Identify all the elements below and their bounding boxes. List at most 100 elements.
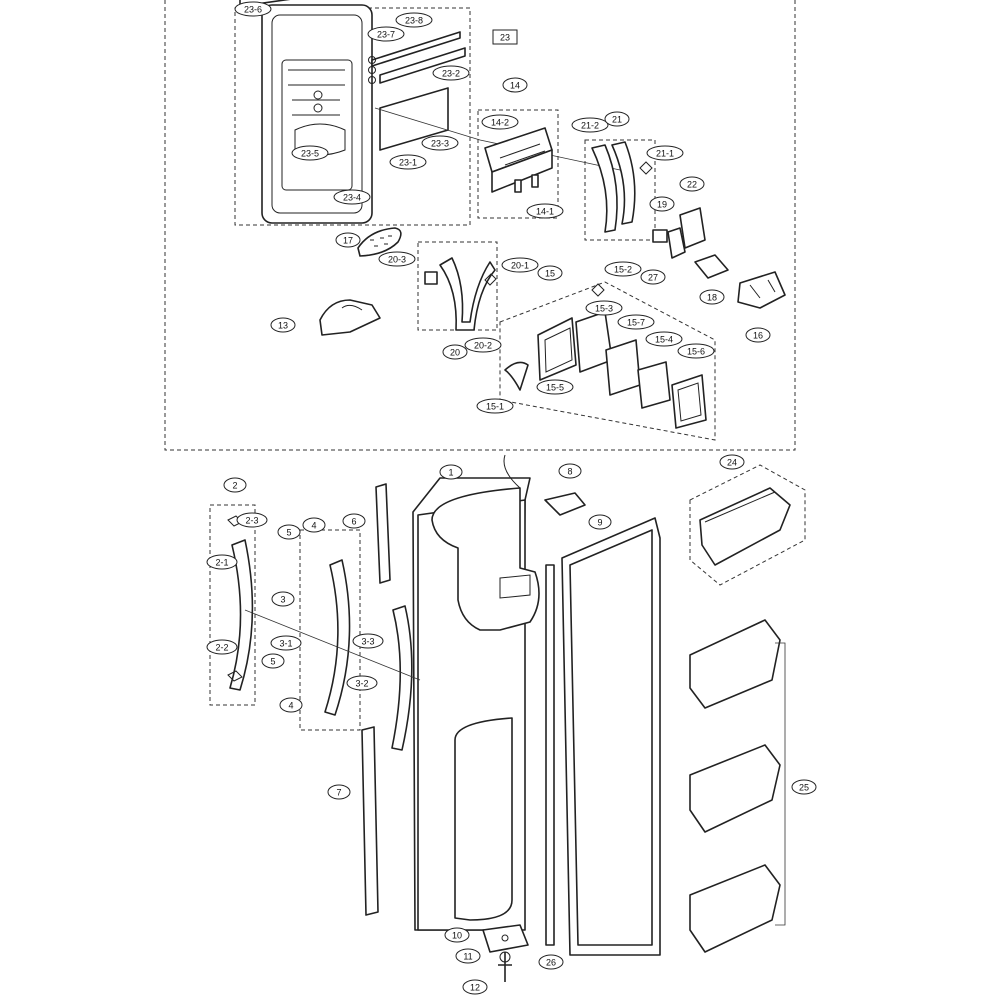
callout-23-1: 23-1: [389, 154, 427, 170]
callout-15-5: 15-5: [536, 379, 574, 395]
callout-8: 8: [558, 463, 582, 479]
callout-text: 1: [448, 468, 453, 478]
callout-text: 5: [286, 528, 291, 538]
callout-15-7: 15-7: [617, 314, 655, 330]
callout-14-2: 14-2: [481, 114, 519, 130]
callout-text: 20-1: [511, 261, 529, 271]
callout-text: 18: [707, 293, 717, 303]
callout-20: 20: [442, 344, 468, 360]
callout-27: 27: [640, 269, 666, 285]
solenoid-and-brackets: [652, 207, 786, 309]
dispenser-cover-assembly: [234, 0, 621, 226]
callout-text: 3-1: [279, 639, 292, 649]
callout-22: 22: [679, 176, 705, 192]
callout-14-1: 14-1: [526, 203, 564, 219]
callout-text: 20-2: [474, 341, 492, 351]
callout-text: 8: [567, 467, 572, 477]
callout-19: 19: [649, 196, 675, 212]
callout-text: 5: [270, 657, 275, 667]
callout-23-3: 23-3: [421, 135, 459, 151]
callout-text: 2-3: [245, 516, 258, 526]
pad-and-funnel: [319, 227, 402, 336]
callout-text: 2-2: [215, 643, 228, 653]
callout-23-8: 23-8: [395, 12, 433, 28]
callout-text: 3: [280, 595, 285, 605]
callout-4: 4: [279, 697, 303, 713]
callout-text: 7: [336, 788, 341, 798]
callout-2: 2: [223, 477, 247, 493]
door-bins: [689, 464, 806, 953]
callout-20-3: 20-3: [378, 251, 416, 267]
callout-text: 23-8: [405, 16, 423, 26]
callout-text: 2: [232, 481, 237, 491]
callout-text: 23: [500, 33, 510, 43]
callout-11: 11: [455, 948, 481, 964]
callout-text: 21-1: [656, 149, 674, 159]
callout-text: 15: [545, 269, 555, 279]
callout-26: 26: [538, 954, 564, 970]
callout-23-7: 23-7: [367, 26, 405, 42]
callout-text: 14-1: [536, 207, 554, 217]
callout-15-3: 15-3: [585, 300, 623, 316]
callout-text: 6: [351, 517, 356, 527]
callout-text: 15-7: [627, 318, 645, 328]
control-module-assembly: [477, 109, 559, 219]
callout-21: 21: [604, 111, 630, 127]
callout-text: 23-4: [343, 193, 361, 203]
callout-text: 15-2: [614, 265, 632, 275]
door-assembly: [412, 454, 540, 931]
callout-6: 6: [342, 513, 366, 529]
callout-text: 15-3: [595, 304, 613, 314]
callout-3: 3: [271, 591, 295, 607]
callout-text: 9: [597, 518, 602, 528]
callout-text: 27: [648, 273, 658, 283]
callout-text: 14: [510, 81, 520, 91]
callout-17: 17: [335, 232, 361, 248]
chute-lever-assembly: [417, 241, 498, 331]
callout-15: 15: [537, 265, 563, 281]
callout-3-3: 3-3: [352, 633, 384, 649]
callout-text: 17: [343, 236, 353, 246]
callout-23-4: 23-4: [333, 189, 371, 205]
callout-labels: 23-623-723-82323-223-523-323-123-41414-2…: [206, 1, 817, 995]
callout-3-2: 3-2: [346, 675, 378, 691]
lever-assembly: [584, 139, 656, 241]
callout-text: 10: [452, 931, 462, 941]
callout-text: 22: [687, 180, 697, 190]
callout-20-1: 20-1: [501, 257, 539, 273]
callout-text: 4: [311, 521, 316, 531]
callout-23-2: 23-2: [432, 65, 470, 81]
callout-text: 21: [612, 115, 622, 125]
callout-text: 24: [727, 458, 737, 468]
callout-23-6: 23-6: [234, 1, 272, 17]
callout-text: 19: [657, 200, 667, 210]
callout-2-1: 2-1: [206, 554, 238, 570]
callout-7: 7: [327, 784, 351, 800]
callout-text: 3-3: [361, 637, 374, 647]
callout-text: 15-6: [687, 347, 705, 357]
callout-2-2: 2-2: [206, 639, 238, 655]
callout-25: 25: [791, 779, 817, 795]
callout-text: 25: [799, 783, 809, 793]
lower-hinge-parts: [482, 924, 529, 982]
door-gasket: [561, 517, 661, 956]
callout-10: 10: [444, 927, 470, 943]
callout-15-4: 15-4: [645, 331, 683, 347]
callout-text: 13: [278, 321, 288, 331]
callout-5: 5: [277, 524, 301, 540]
callout-16: 16: [745, 327, 771, 343]
handle-assemblies: [209, 483, 421, 916]
callout-21-2: 21-2: [571, 117, 609, 133]
callout-text: 15-4: [655, 335, 673, 345]
callout-text: 23-5: [301, 149, 319, 159]
callout-text: 16: [753, 331, 763, 341]
callout-5: 5: [261, 653, 285, 669]
callout-14: 14: [502, 77, 528, 93]
callout-15-1: 15-1: [476, 398, 514, 414]
heater-rod: [545, 564, 555, 946]
drip-cup: [544, 492, 586, 516]
callout-15-2: 15-2: [604, 261, 642, 277]
callout-text: 14-2: [491, 118, 509, 128]
callout-18: 18: [699, 289, 725, 305]
